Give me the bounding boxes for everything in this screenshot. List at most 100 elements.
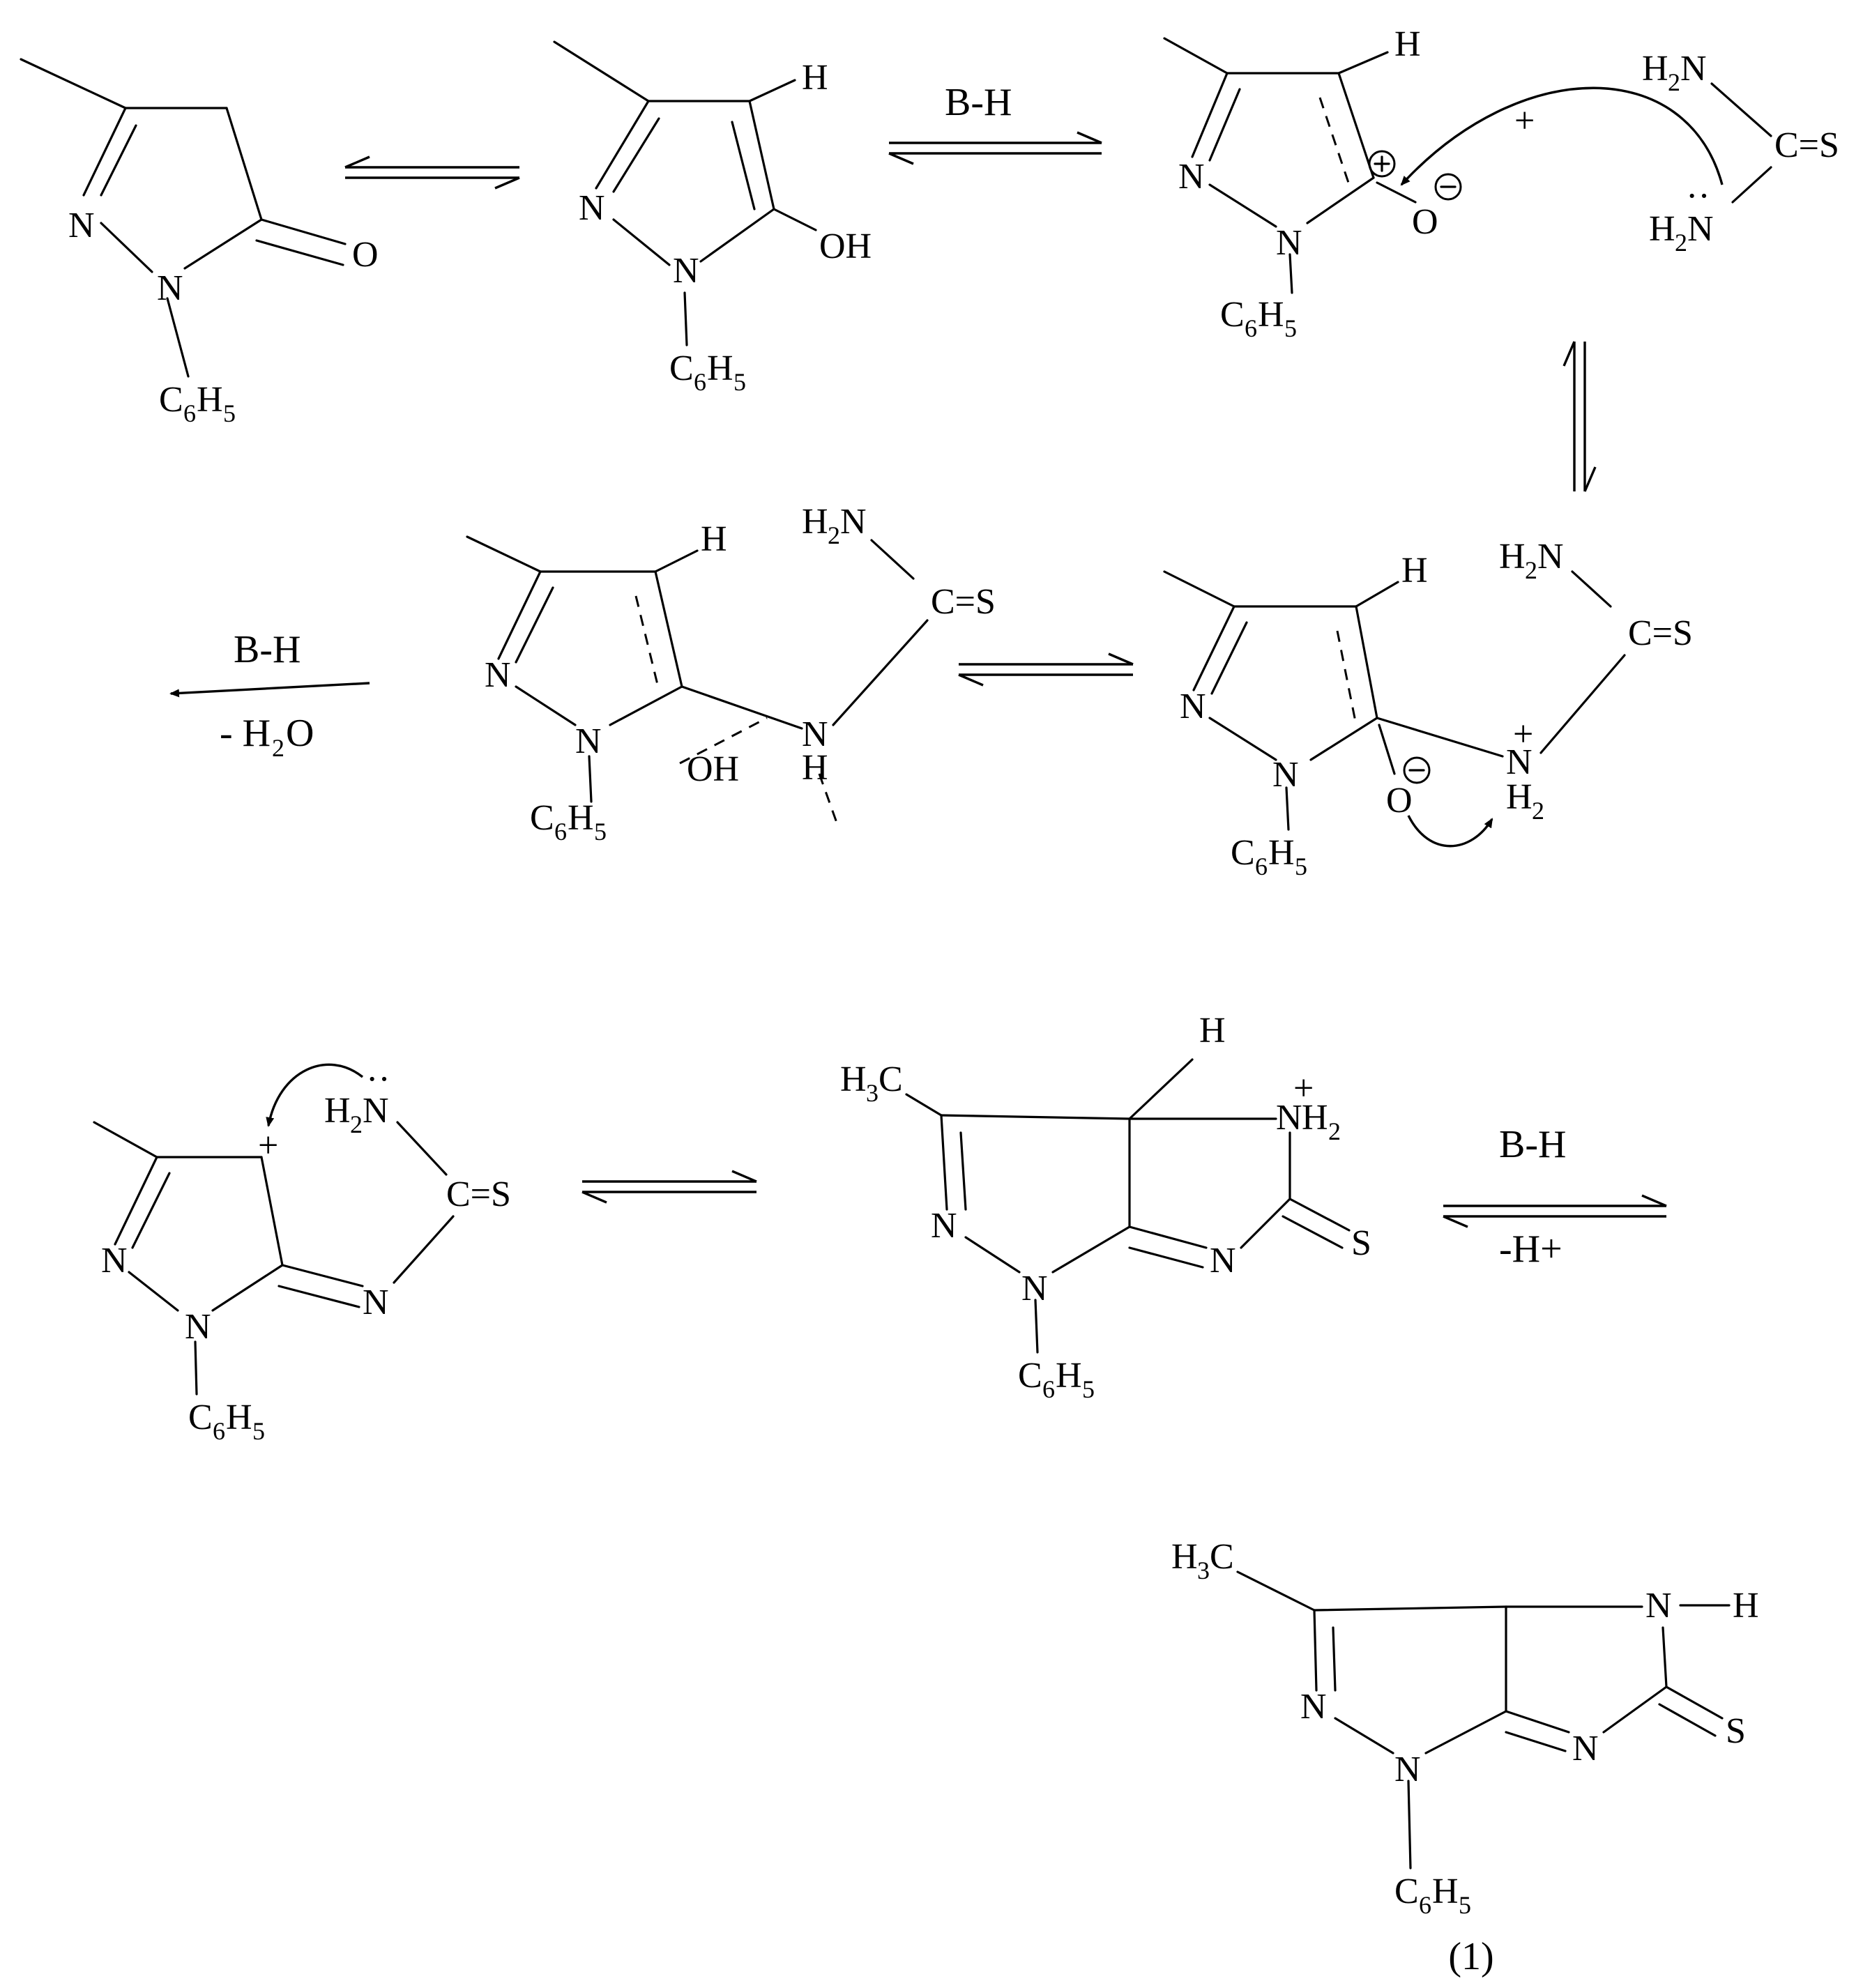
atom-oh: OH	[687, 749, 739, 789]
svg-text:C: C	[879, 1060, 903, 1099]
svg-text:H: H	[1056, 1356, 1082, 1396]
svg-text:H: H	[197, 380, 223, 420]
svg-text:C: C	[669, 349, 694, 388]
atom-n2: N	[1178, 157, 1205, 197]
carbocation-charge: +	[258, 1126, 278, 1165]
svg-text:6: 6	[694, 368, 706, 396]
svg-text:H: H	[1499, 537, 1526, 576]
svg-text:6: 6	[554, 818, 567, 846]
svg-text:H: H	[568, 798, 594, 838]
atom-o: O	[352, 235, 379, 275]
svg-text:H: H	[707, 349, 733, 388]
reagent-bh: B-H	[945, 81, 1012, 124]
nh2-bottom: H 2 N ··	[1649, 176, 1714, 257]
nh2-top: H 2 N	[1642, 49, 1707, 96]
minus-water-label: - H 2 O	[220, 712, 314, 762]
atom-h: H	[1733, 1586, 1759, 1626]
atom-n2: N	[579, 188, 605, 228]
atom-n2: N	[68, 206, 95, 245]
svg-text:2: 2	[1525, 556, 1537, 584]
cs-group: C=S	[931, 582, 996, 622]
carbinolamine-adduct: N N H OH N H H 2 N C=S C 6 H 5	[466, 502, 996, 846]
svg-text:H: H	[1642, 49, 1668, 89]
svg-text:H: H	[1258, 295, 1284, 335]
atom-n-amine: N	[802, 714, 828, 754]
atom-n1: N	[673, 251, 699, 291]
phenyl-label: C 6 H 5	[530, 798, 607, 846]
atom-n-imine: N	[1210, 1241, 1236, 1280]
equilibrium-arrow-bh: B-H	[888, 81, 1102, 165]
svg-text:5: 5	[1459, 1891, 1471, 1919]
svg-text:5: 5	[223, 399, 236, 427]
svg-text:5: 5	[1284, 314, 1297, 342]
deprotonation-arrow: B-H -H+	[1443, 1123, 1667, 1271]
svg-text:+: +	[1513, 714, 1533, 754]
atom-n2: N	[1300, 1687, 1327, 1727]
reagent-bh: B-H	[1499, 1123, 1566, 1166]
product-pyrazoloimidazole-thione: H 3 C N N N N H S C 6 H 5 (1)	[1171, 1537, 1759, 1978]
equilibrium-arrow	[581, 1170, 757, 1204]
atom-h: H	[1394, 24, 1421, 64]
svg-text:2: 2	[350, 1110, 363, 1138]
svg-text:H: H	[226, 1398, 252, 1437]
svg-text:+: +	[1293, 1069, 1314, 1108]
ammonium-group: N + H 2	[1506, 714, 1544, 825]
phenyl-label: C 6 H 5	[669, 349, 746, 396]
protonated-pyrazolol: N N H O C 6 H 5	[1163, 24, 1462, 342]
negative-charge	[1434, 173, 1462, 201]
atom-h: H	[701, 519, 727, 559]
svg-text:2: 2	[1668, 68, 1680, 96]
svg-text:5: 5	[1082, 1375, 1095, 1403]
proton-transfer-arrow	[1407, 815, 1493, 848]
atom-o: O	[1386, 781, 1413, 820]
svg-text:N: N	[363, 1091, 389, 1131]
svg-text:2: 2	[1675, 229, 1687, 257]
curved-attack-arrow	[1400, 86, 1724, 186]
phenyl-label: C 6 H 5	[1394, 1872, 1471, 1919]
atom-n1: N	[1394, 1750, 1421, 1789]
svg-text:2: 2	[272, 734, 284, 762]
svg-text:6: 6	[1042, 1375, 1055, 1403]
atom-h: H	[1199, 1011, 1226, 1050]
protonated-pyrazoloimidazole: H 3 C N N N H S N + H 2 C 6	[840, 1011, 1371, 1403]
thiourea: H 2 N C=S H 2 N ··	[1642, 49, 1839, 257]
svg-text:2: 2	[1328, 1117, 1341, 1145]
svg-text:5: 5	[733, 368, 746, 396]
svg-text:H: H	[1432, 1872, 1459, 1911]
nh2-group: H 2 N ··	[324, 1060, 390, 1138]
atom-n-imine: N	[363, 1283, 389, 1322]
atom-n1: N	[1021, 1269, 1048, 1308]
atom-n1: N	[185, 1307, 211, 1347]
pyrazolone-keto: N N O C 6 H 5	[20, 58, 379, 427]
phenyl-label: C 6 H 5	[1220, 295, 1297, 342]
svg-text:C: C	[1394, 1872, 1419, 1911]
svg-text:5: 5	[1295, 852, 1307, 880]
svg-text:C: C	[1220, 295, 1245, 335]
svg-text:2: 2	[828, 521, 840, 549]
dehydration-arrow: B-H - H 2 O	[169, 628, 370, 762]
svg-text:N: N	[840, 502, 867, 542]
nh2-group: H 2 N	[1499, 537, 1564, 584]
cs-group: C=S	[446, 1175, 511, 1214]
svg-text:- H: - H	[220, 712, 271, 755]
svg-text:5: 5	[252, 1417, 265, 1445]
reagent-bh: B-H	[234, 628, 301, 671]
atom-o: O	[1412, 202, 1438, 242]
lone-pair: ··	[366, 1060, 390, 1099]
atom-oh: OH	[819, 227, 872, 266]
svg-text:6: 6	[1245, 314, 1257, 342]
svg-text:6: 6	[213, 1417, 225, 1445]
negative-charge	[1403, 756, 1431, 784]
atom-n1: N	[157, 268, 183, 308]
svg-text:H: H	[1171, 1537, 1198, 1577]
svg-text:H: H	[1649, 209, 1675, 249]
zwitterion-adduct: N N H O N + H 2 H 2 N C=S C 6 H 5	[1163, 537, 1693, 880]
atom-n1: N	[1276, 223, 1302, 263]
svg-text:C: C	[159, 380, 183, 420]
plus-sign: +	[1514, 101, 1535, 141]
atom-s: S	[1351, 1223, 1371, 1263]
cyclization-arrow	[266, 1063, 364, 1127]
atom-n-imine: N	[1572, 1729, 1599, 1768]
atom-h: H	[1401, 551, 1428, 590]
